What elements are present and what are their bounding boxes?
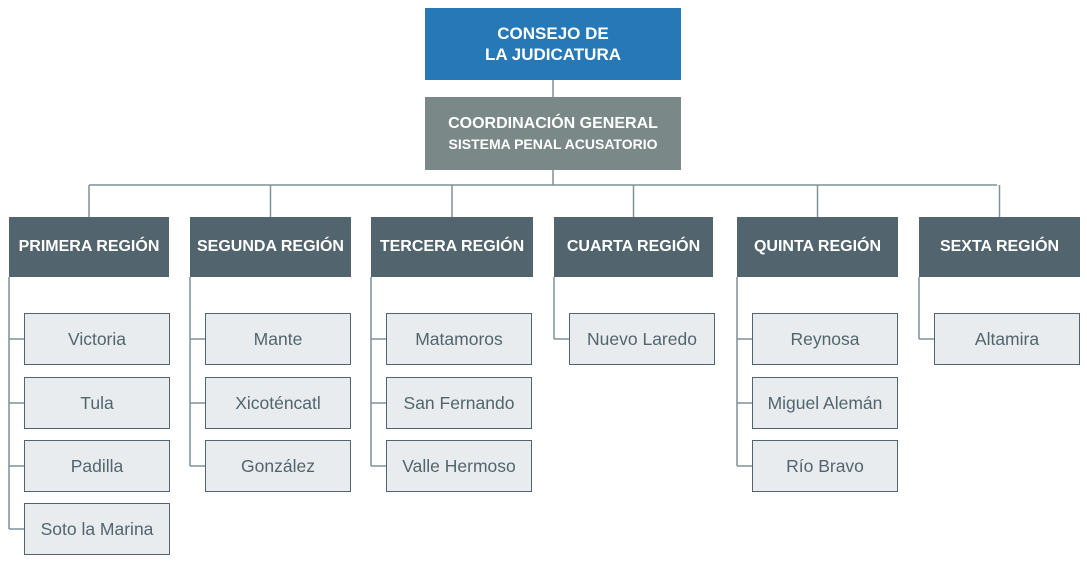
- region-box: SEGUNDA REGIÓN: [190, 217, 351, 277]
- city-label: Altamira: [974, 328, 1040, 349]
- city-box: Soto la Marina: [24, 503, 170, 555]
- city-box: Mante: [205, 313, 351, 365]
- consejo-line-1: CONSEJO DE: [497, 24, 609, 43]
- city-box: Victoria: [24, 313, 170, 365]
- region-label: QUINTA REGIÓN: [753, 238, 882, 255]
- city-label: Victoria: [67, 328, 127, 349]
- region-box: CUARTA REGIÓN: [554, 217, 713, 277]
- city-box: Tula: [24, 377, 170, 429]
- region-box: PRIMERA REGIÓN: [9, 217, 169, 277]
- city-box: Padilla: [24, 440, 170, 492]
- city-label: Valle Hermoso: [402, 455, 516, 476]
- region-box: SEXTA REGIÓN: [919, 217, 1080, 277]
- region-label: TERCERA REGIÓN: [379, 238, 525, 255]
- region-label: PRIMERA REGIÓN: [18, 238, 160, 255]
- coordinacion-general-box: COORDINACIÓN GENERAL SISTEMA PENAL ACUSA…: [425, 97, 681, 170]
- city-label: Xicoténcatl: [235, 392, 321, 413]
- region-box: TERCERA REGIÓN: [371, 217, 533, 277]
- region-label: CUARTA REGIÓN: [566, 238, 701, 255]
- city-label: Reynosa: [790, 328, 860, 349]
- city-box: Reynosa: [752, 313, 898, 365]
- city-label: Río Bravo: [786, 455, 864, 476]
- region-label: SEGUNDA REGIÓN: [197, 238, 344, 255]
- city-label: Matamoros: [415, 328, 503, 349]
- region-label: SEXTA REGIÓN: [939, 238, 1060, 255]
- city-box: Miguel Alemán: [752, 377, 898, 429]
- region-box: QUINTA REGIÓN: [737, 217, 898, 277]
- coordinacion-line-2: SISTEMA PENAL ACUSATORIO: [448, 135, 658, 152]
- city-label: González: [241, 455, 315, 476]
- city-box: Río Bravo: [752, 440, 898, 492]
- city-box: Valle Hermoso: [386, 440, 532, 492]
- city-box: González: [205, 440, 351, 492]
- city-box: Altamira: [934, 313, 1080, 365]
- city-label: Soto la Marina: [40, 518, 154, 539]
- city-box: Matamoros: [386, 313, 532, 365]
- consejo-judicatura-box: CONSEJO DE LA JUDICATURA: [425, 8, 681, 80]
- city-box: Xicoténcatl: [205, 377, 351, 429]
- city-label: Nuevo Laredo: [587, 328, 697, 349]
- city-label: Mante: [253, 328, 303, 349]
- city-box: Nuevo Laredo: [569, 313, 715, 365]
- city-label: Tula: [80, 392, 114, 413]
- city-label: San Fernando: [403, 392, 515, 413]
- city-box: San Fernando: [386, 377, 532, 429]
- coordinacion-line-1: COORDINACIÓN GENERAL: [448, 114, 658, 132]
- city-label: Padilla: [70, 455, 124, 476]
- consejo-line-2: LA JUDICATURA: [485, 45, 621, 64]
- city-label: Miguel Alemán: [767, 392, 883, 413]
